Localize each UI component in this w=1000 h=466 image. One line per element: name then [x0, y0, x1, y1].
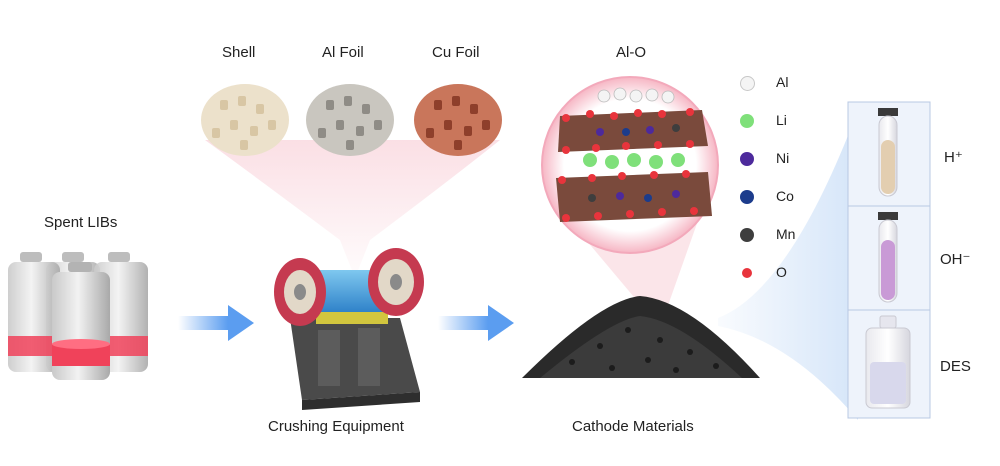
mn-atom-icon	[740, 228, 754, 242]
crushing-equipment-label: Crushing Equipment	[268, 418, 404, 435]
shell-label: Shell	[222, 44, 256, 61]
legend-label: Li	[776, 112, 787, 128]
legend-label: Ni	[776, 150, 790, 166]
des-bottle	[865, 315, 911, 409]
spent-libs-label: Spent LIBs	[44, 214, 118, 231]
o-atom-icon	[742, 268, 752, 278]
cu-foil-label: Cu Foil	[432, 44, 480, 61]
legend-label: O	[776, 264, 787, 280]
al-foil-fragments-pile	[306, 84, 394, 156]
leaching-fan	[718, 110, 858, 420]
element-legend: Al Li Ni Co Mn O	[740, 72, 820, 280]
ni-atom-icon	[740, 152, 754, 166]
legend-label: Co	[776, 188, 794, 204]
li-atom-icon	[740, 114, 754, 128]
alkali-tube	[878, 212, 898, 303]
co-atom-icon	[740, 190, 754, 204]
al-foil-label: Al Foil	[322, 44, 364, 61]
legend-label: Mn	[776, 226, 796, 242]
des-leaching-label: DES	[940, 358, 971, 375]
arrow-to-cathode	[438, 305, 514, 341]
crushing-equipment-graphic	[274, 248, 424, 410]
fragments-funnel	[205, 140, 500, 278]
battery-icon	[52, 262, 110, 380]
spent-batteries-graphic	[8, 252, 148, 380]
acid-tube	[878, 108, 898, 197]
cathode-materials-label: Cathode Materials	[572, 418, 694, 435]
arrow-to-crusher	[178, 305, 254, 341]
alkali-leaching-label: OH⁻	[940, 251, 971, 268]
leaching-panel	[847, 101, 931, 419]
al-o-label: Al-O	[616, 44, 646, 61]
acid-leaching-label: H⁺	[944, 149, 963, 166]
cu-foil-fragments-pile	[414, 84, 502, 156]
al-atom-icon	[740, 76, 755, 91]
shell-fragments-pile	[201, 84, 289, 156]
crystal-structure-inset	[541, 76, 719, 254]
cathode-powder-pile	[522, 296, 760, 378]
battery-icon	[8, 252, 60, 372]
legend-label: Al	[776, 74, 789, 90]
